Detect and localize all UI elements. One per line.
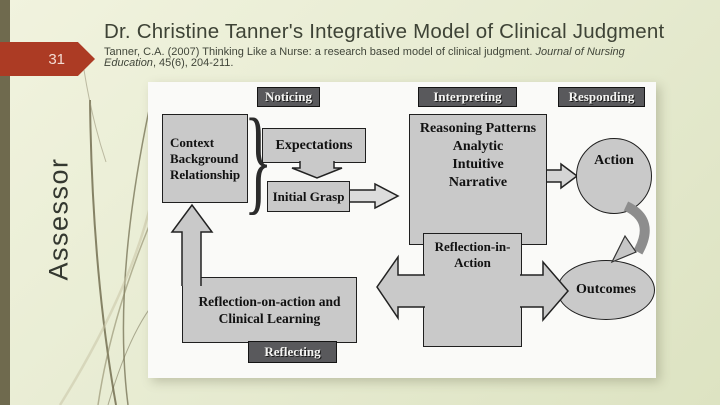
slide-number-badge: 31: [0, 42, 95, 76]
ellipse-outcomes: Outcomes: [557, 260, 655, 320]
side-label-assessor: Assessor: [43, 157, 74, 281]
citation: Tanner, C.A. (2007) Thinking Like a Nurs…: [104, 47, 674, 69]
box-expectations: Expectations: [262, 128, 366, 163]
slide-number: 31: [48, 50, 65, 68]
box-reasoning-patterns: Reasoning Patterns Analytic Intuitive Na…: [409, 114, 547, 245]
citation-line-2: Education, 45(6), 204-211.: [104, 57, 234, 69]
phase-header-noticing: Noticing: [257, 87, 320, 107]
phase-header-reflecting: Reflecting: [248, 341, 337, 363]
phase-header-responding: Responding: [558, 87, 645, 107]
box-reflection-in-action: Reflection-in- Action: [423, 233, 522, 347]
box-reflection-on-action: Reflection-on-action and Clinical Learni…: [182, 277, 357, 343]
box-context-background-relationship: Context Background Relationship: [162, 114, 248, 203]
arrow-reasoning-to-action: [544, 162, 579, 190]
circle-action: Action: [576, 138, 652, 214]
citation-line-1: Tanner, C.A. (2007) Thinking Like a Nurs…: [104, 46, 625, 58]
diagram-panel: Noticing Interpreting Responding Context…: [148, 82, 656, 378]
slide-title: Dr. Christine Tanner's Integrative Model…: [104, 20, 665, 43]
phase-header-interpreting: Interpreting: [418, 87, 517, 107]
left-accent-bar: [0, 0, 10, 405]
arrow-initial-grasp-to-reasoning: [347, 182, 400, 210]
box-initial-grasp: Initial Grasp: [267, 181, 350, 212]
diagram-arrows-under: [347, 162, 579, 210]
